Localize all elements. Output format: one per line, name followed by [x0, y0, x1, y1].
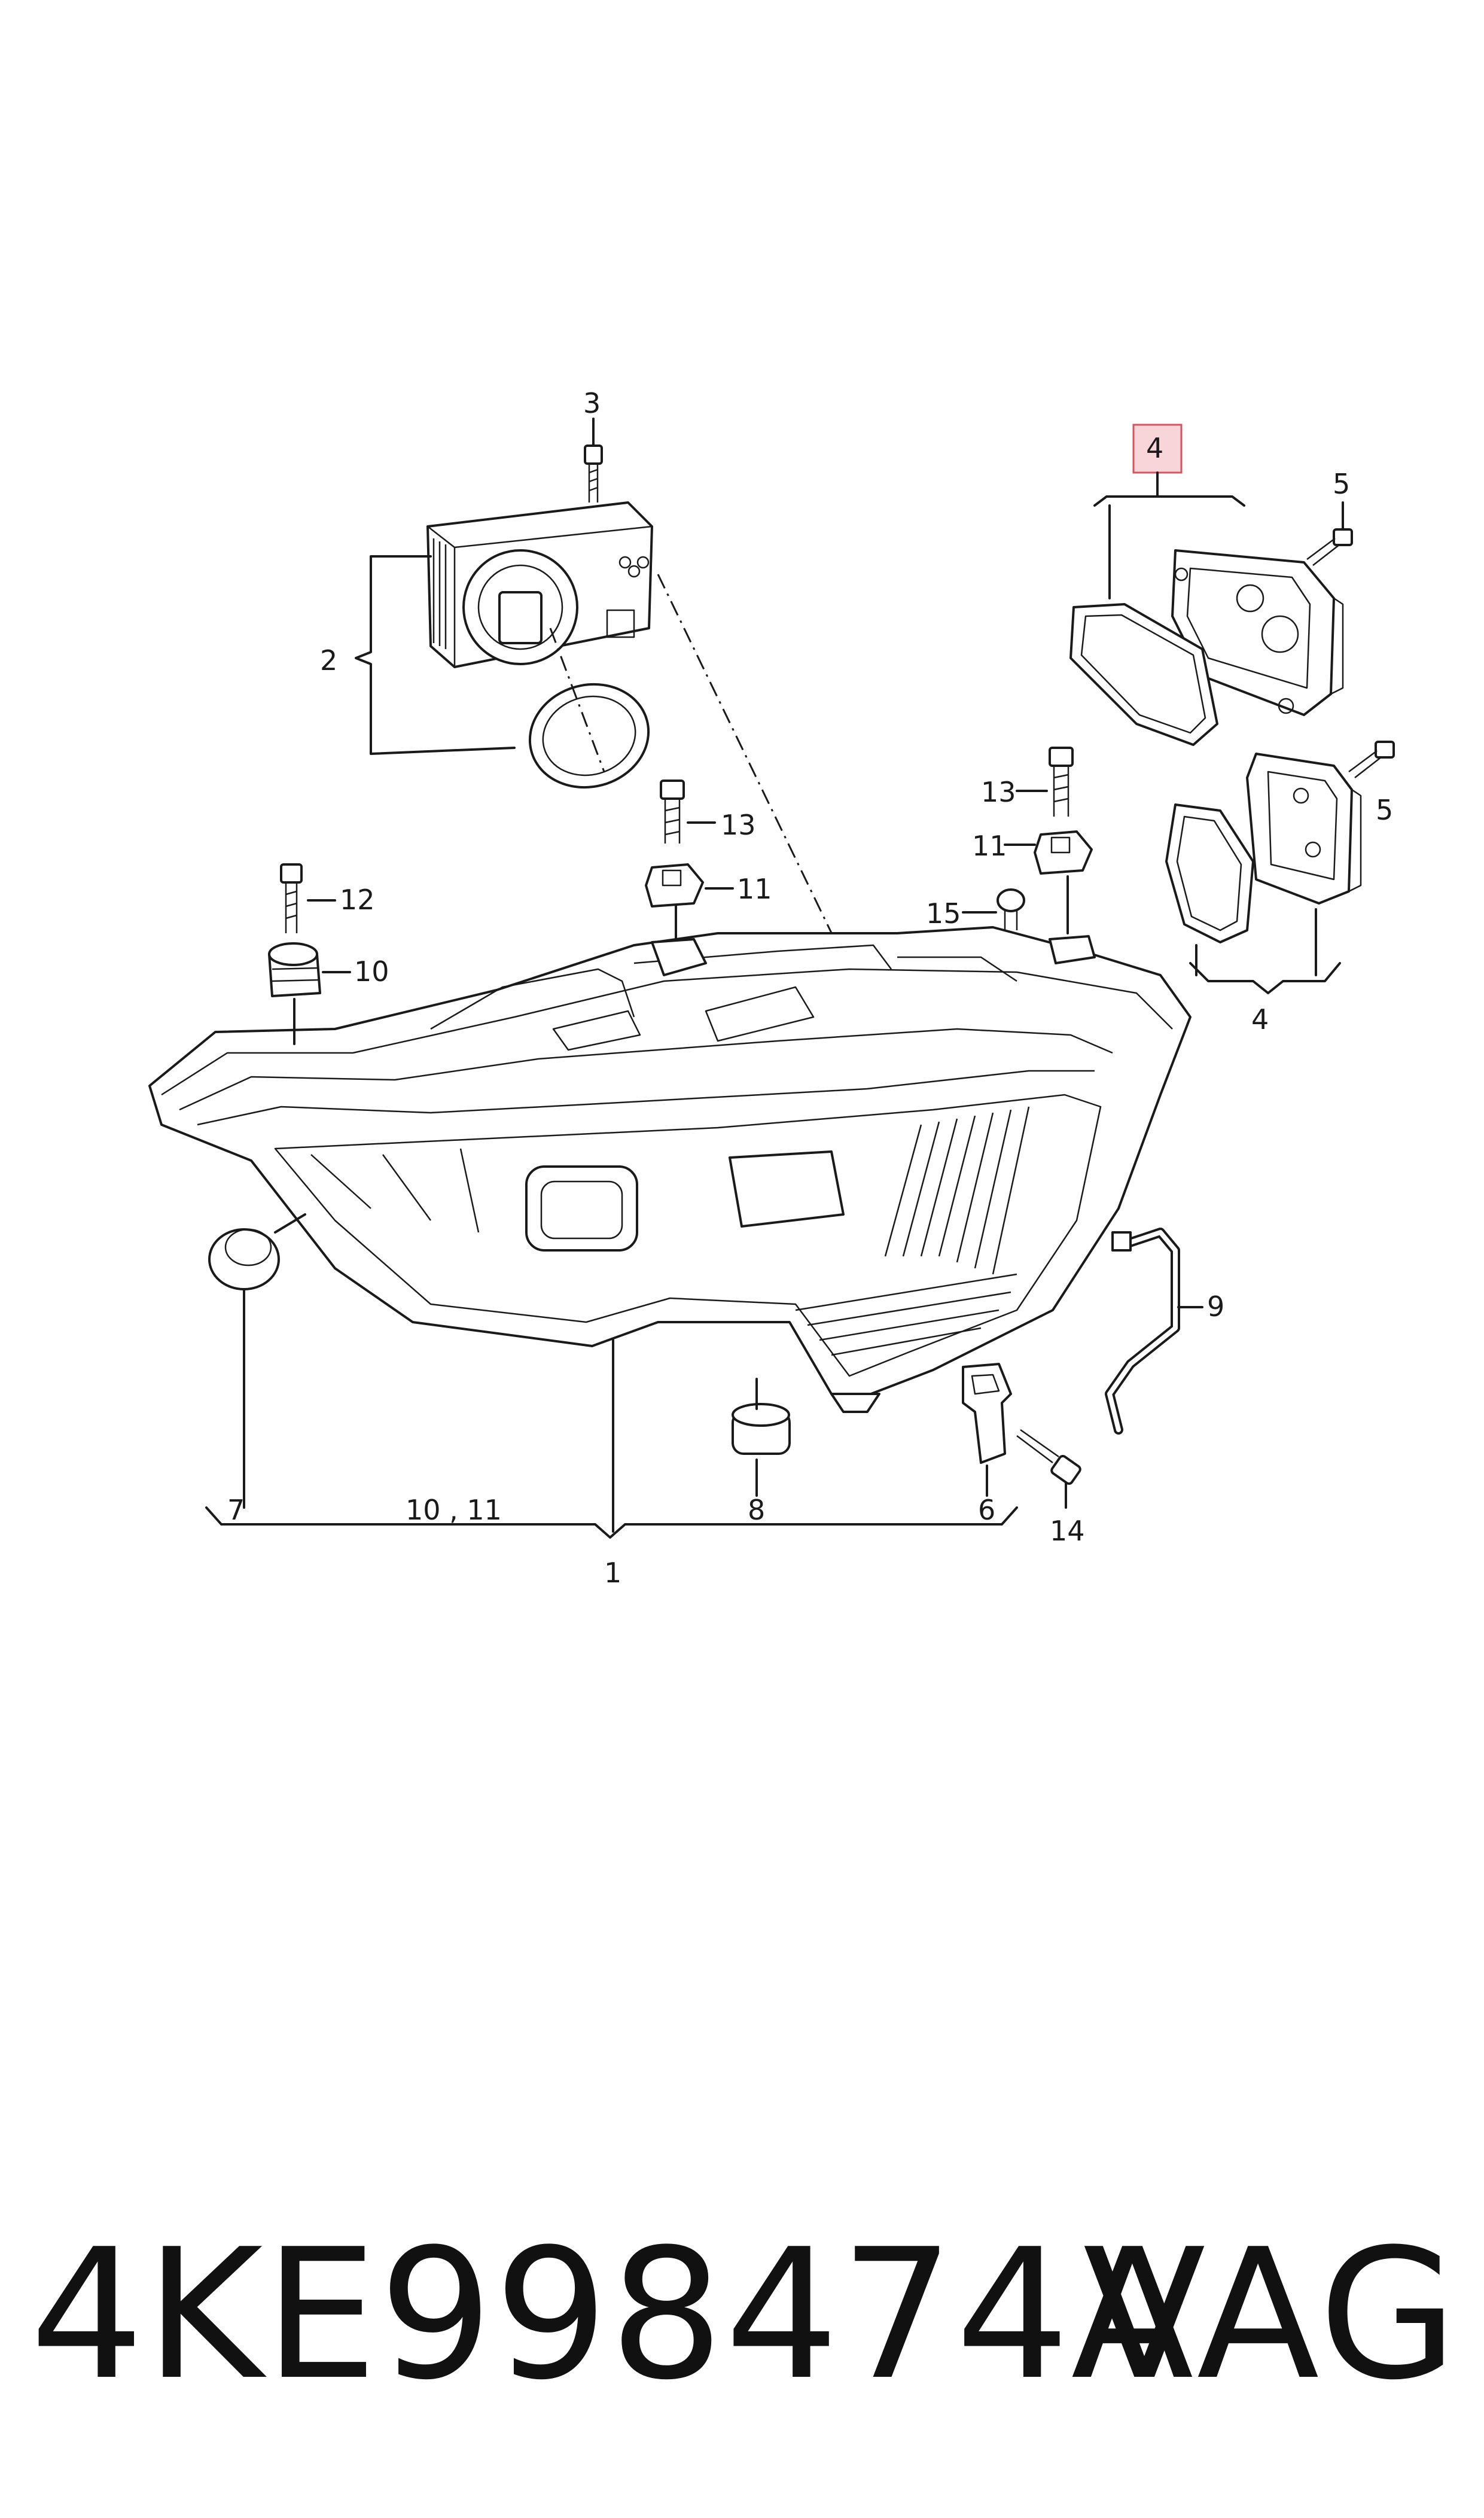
bracket-4-bottom — [1189, 962, 1341, 994]
grommet-7 — [208, 1228, 280, 1290]
callout-13-right: 13 — [981, 776, 1016, 808]
part-number: 4KE998474A — [30, 2211, 1195, 2419]
callout-4-bottom: 4 — [1251, 1003, 1269, 1036]
control-unit-4b — [1246, 753, 1362, 905]
callout-3: 3 — [583, 387, 601, 419]
callout-5-top: 5 — [1333, 468, 1350, 500]
callout-13-left: 13 — [721, 809, 756, 841]
clip-11-right — [1034, 830, 1093, 875]
vent-hose-9 — [1105, 1228, 1180, 1435]
callout-2: 2 — [320, 644, 337, 677]
screw-13-left — [660, 780, 685, 844]
callout-9: 9 — [1207, 1290, 1224, 1323]
headlight-housing-1 — [148, 926, 1192, 1401]
screw-5-mid — [1348, 741, 1395, 778]
nut-10 — [268, 942, 321, 997]
projector-lens — [525, 1150, 845, 1252]
housing-tab-bottom — [830, 1393, 880, 1413]
footer: 4KE998474A VAG — [0, 2190, 1484, 2441]
callout-11-left: 11 — [737, 873, 772, 905]
bushing-8 — [732, 1403, 791, 1455]
screw-14 — [1016, 1429, 1081, 1485]
callout-10-11: 10 , 11 — [406, 1494, 502, 1526]
led-module-part — [426, 501, 653, 789]
clip-11-left — [645, 863, 704, 908]
screw-3 — [584, 444, 603, 503]
screw-12 — [280, 863, 303, 933]
callout-1: 1 — [604, 1557, 621, 1589]
callout-6: 6 — [978, 1494, 995, 1526]
screw-15 — [997, 888, 1025, 930]
callout-14: 14 — [1050, 1515, 1085, 1547]
callout-7: 7 — [227, 1494, 245, 1526]
housing-mount-right — [1049, 935, 1096, 964]
gasket-4b — [1165, 803, 1254, 943]
headlight-exploded-diagram: 2 3 4 5 — [148, 387, 1395, 1589]
callout-15: 15 — [926, 897, 961, 930]
callout-11-right: 11 — [972, 830, 1007, 862]
control-unit-4a — [1171, 549, 1344, 716]
callout-5-mid: 5 — [1376, 794, 1393, 826]
screw-13-right — [1049, 747, 1074, 817]
callout-8: 8 — [748, 1494, 765, 1526]
screw-5-top — [1306, 528, 1353, 566]
gasket-4a — [1069, 603, 1218, 746]
brand-label: VAG — [1083, 2211, 1460, 2419]
callout-10: 10 — [354, 955, 389, 988]
callout-12: 12 — [340, 884, 375, 916]
callout-4-top: 4 — [1146, 432, 1163, 464]
bracket-6 — [962, 1363, 1012, 1464]
housing-mount-left — [651, 938, 707, 976]
bracket-1 — [205, 1506, 1018, 1539]
bracket-2 — [355, 555, 516, 755]
bracket-4-top — [1093, 495, 1245, 507]
